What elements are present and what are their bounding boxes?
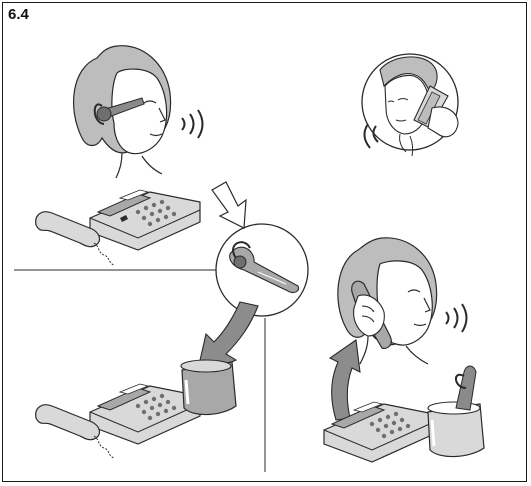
sound-waves-left <box>182 110 203 138</box>
sound-waves-bottom <box>446 304 467 332</box>
pointer-arrow <box>212 182 246 228</box>
woman-with-headset <box>74 46 171 178</box>
up-arrow <box>330 340 360 420</box>
desk-phone-top <box>90 190 200 250</box>
headset-dock-right <box>428 366 484 457</box>
headset-dock-bottom <box>181 360 236 415</box>
headset-closeup <box>216 224 308 316</box>
